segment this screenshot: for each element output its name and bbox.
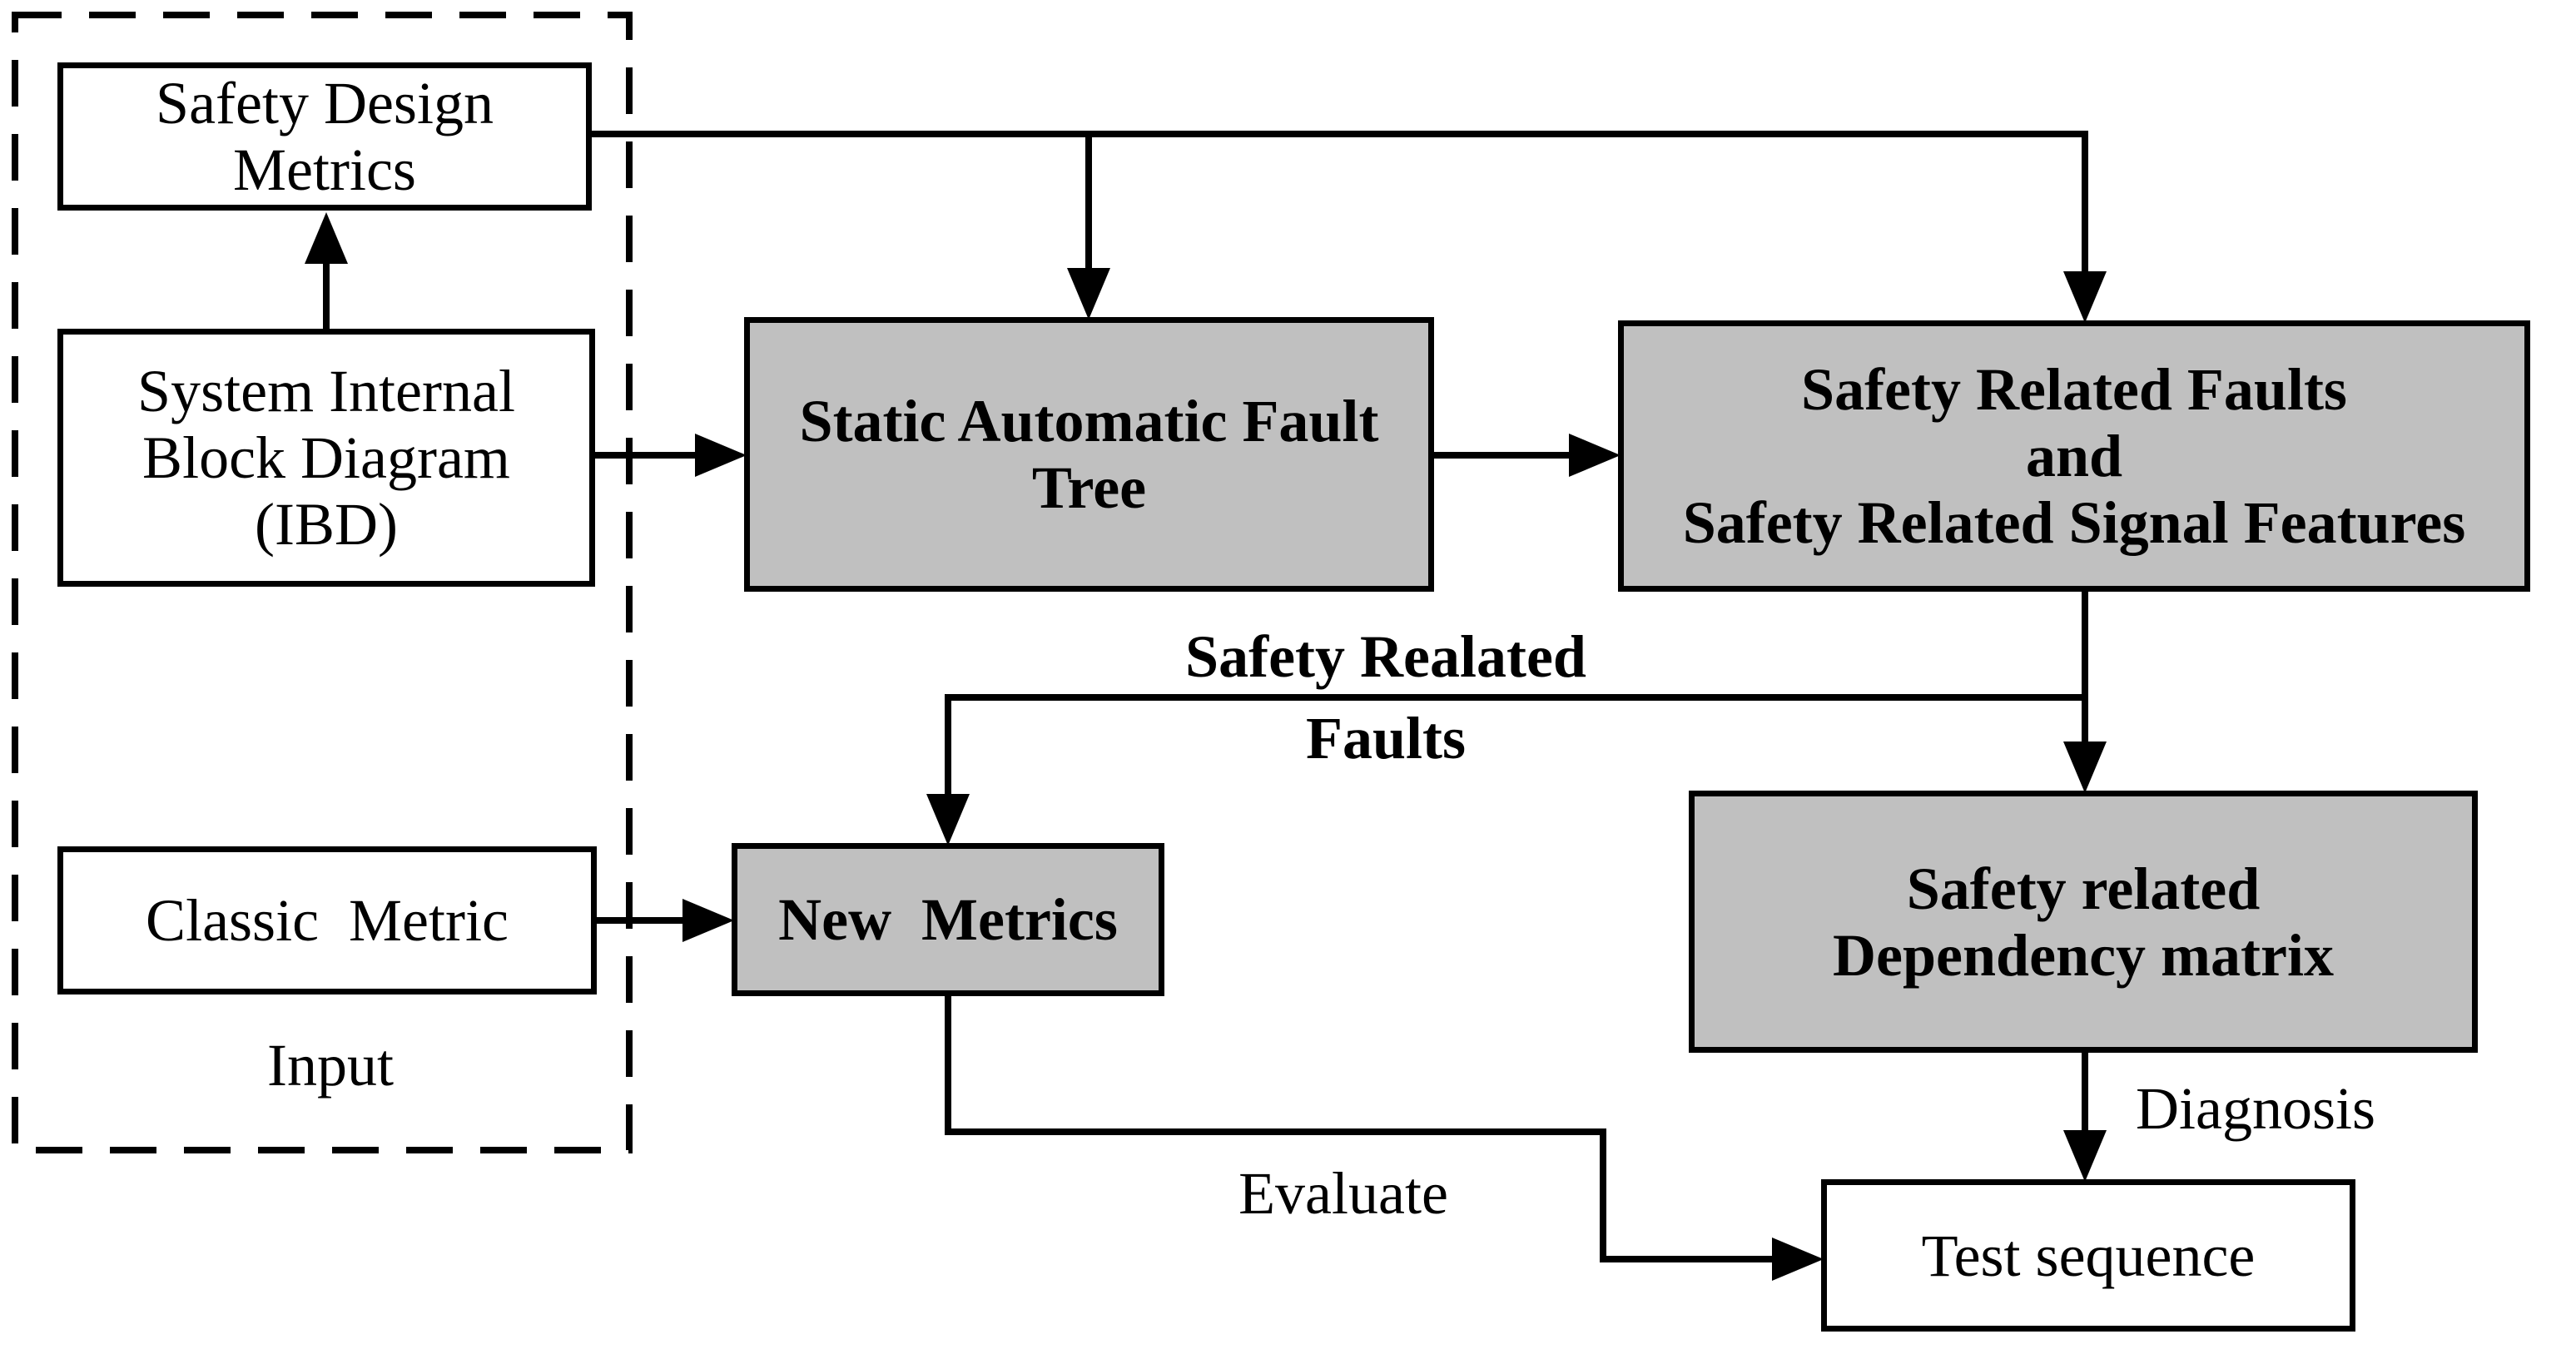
arrow-ibd-to-safety-design-metrics: [305, 212, 348, 329]
arrowhead-right-icon: [695, 434, 747, 477]
arrowhead-right-icon: [682, 899, 734, 942]
arrow-safety-related-faults-to-new-metrics: [926, 694, 2085, 846]
edge-label-evaluate: Evaluate: [1238, 1160, 1448, 1227]
box-new-metrics-label: New Metrics: [778, 886, 1118, 953]
box-classic-metric-label: Classic Metric: [146, 887, 509, 954]
arrowhead-up-icon: [305, 212, 348, 264]
input-group-label: Input: [267, 1032, 394, 1099]
arrow-dependency-matrix-to-test-sequence: [2063, 1053, 2107, 1182]
box-system-internal-block-diagram: System Internal Block Diagram (IBD): [57, 329, 595, 587]
edge-label-diagnosis: Diagnosis: [2136, 1075, 2375, 1142]
box-safety-related-faults-and-signal-features-label: Safety Related Faults and Safety Related…: [1682, 356, 2466, 556]
box-new-metrics: New Metrics: [732, 843, 1164, 996]
arrowhead-down-icon: [2063, 1130, 2107, 1182]
arrowhead-down-icon: [2063, 271, 2107, 323]
box-safety-design-metrics: Safety Design Metrics: [57, 62, 592, 211]
box-static-automatic-fault-tree-label: Static Automatic Fault Tree: [799, 388, 1379, 521]
box-safety-related-faults-and-signal-features: Safety Related Faults and Safety Related…: [1618, 320, 2530, 592]
box-classic-metric: Classic Metric: [57, 846, 597, 994]
box-static-automatic-fault-tree: Static Automatic Fault Tree: [744, 317, 1434, 592]
arrowhead-down-icon: [1067, 268, 1110, 320]
arrow-sdm-top-bus: [592, 131, 2107, 323]
arrow-classic-metric-to-new-metrics: [597, 899, 734, 942]
box-test-sequence: Test sequence: [1821, 1179, 2355, 1332]
arrow-new-metrics-to-test-sequence: [945, 996, 1824, 1281]
arrow-ibd-to-static-fault-tree: [595, 434, 747, 477]
arrowhead-down-icon: [2063, 742, 2107, 793]
edge-label-safety-realated-faults: Safety Realated Faults: [1185, 623, 1586, 771]
box-safety-design-metrics-label: Safety Design Metrics: [156, 70, 494, 203]
arrow-safety-related-faults-to-dependency-matrix: [2063, 592, 2107, 793]
box-safety-related-dependency-matrix-label: Safety related Dependency matrix: [1833, 855, 2334, 989]
box-test-sequence-label: Test sequence: [1921, 1222, 2256, 1289]
box-safety-related-dependency-matrix: Safety related Dependency matrix: [1689, 791, 2478, 1053]
box-system-internal-block-diagram-label: System Internal Block Diagram (IBD): [137, 358, 515, 558]
arrowhead-down-icon: [926, 794, 970, 846]
input-group-dashed-border: [12, 12, 633, 1153]
arrowhead-right-icon: [1569, 434, 1621, 477]
arrowhead-right-icon: [1772, 1238, 1824, 1281]
arrow-static-fault-tree-to-safety-related-faults: [1434, 434, 1621, 477]
